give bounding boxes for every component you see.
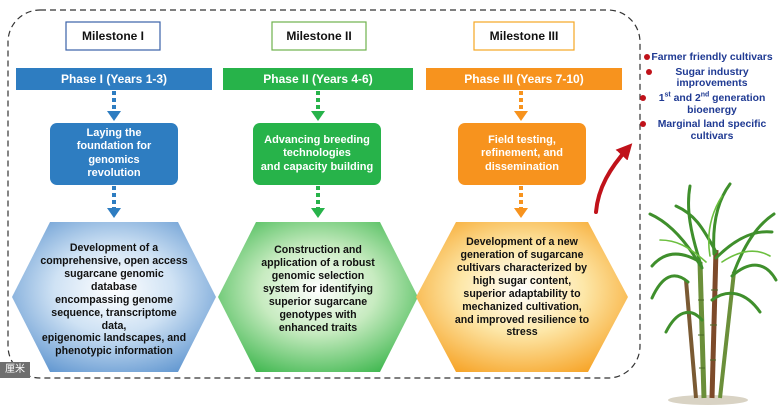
ordinal-suffix: st [664, 91, 671, 99]
outcome-item: Farmer friendly cultivars [640, 52, 776, 64]
step-1-text: Laying the foundation for genomics revol… [50, 127, 178, 181]
hexagon-2-line: genomic selection [271, 269, 365, 282]
hexagon-1-line: sugarcane genomic database [64, 267, 164, 293]
hexagon-3-line: superior adaptability to [463, 287, 581, 300]
arrow-1b-head [107, 208, 121, 218]
column-3 [416, 21, 628, 372]
hexagon-2-text: Construction and application of a robust… [248, 244, 388, 334]
phase-3-label: Phase III (Years 7-10) [464, 72, 584, 86]
step-1-line: revolution [87, 167, 141, 180]
milestone-1-label: Milestone I [81, 29, 144, 43]
hexagon-2-line: system for identifying [262, 282, 374, 295]
step-1-line: genomics [88, 153, 140, 166]
milestone-2-label: Milestone II [286, 29, 352, 43]
hexagon-3-line: and improved resilience to [454, 313, 590, 326]
ordinal-suffix: nd [700, 91, 710, 99]
hexagon-1-line: phenotypic information [55, 345, 173, 358]
outcome-item: Marginal land specific cultivars [640, 119, 776, 142]
outcomes-list: Farmer friendly cultivars Sugar industry… [640, 52, 776, 145]
milestone-2-box [271, 21, 367, 51]
sugarcane-plant-icon [648, 182, 778, 405]
outcome-text-mid: and 2 [670, 92, 701, 104]
hexagon-1-text: Development of a comprehensive, open acc… [40, 242, 188, 358]
arrow-1a-head [107, 111, 121, 121]
phase-1-label: Phase I (Years 1-3) [60, 72, 168, 86]
step-2-line: technologies [283, 147, 351, 160]
outcome-item: 1st and 2nd generation bioenergy [640, 91, 776, 116]
step-1-box [50, 123, 178, 185]
milestone-3-box [473, 21, 575, 51]
step-1-line: foundation for [76, 140, 152, 153]
phase-3-bar [426, 68, 622, 90]
hexagon-2-line: application of a robust [261, 256, 375, 269]
hexagon-1 [12, 222, 216, 372]
arrow-3b-head [514, 208, 528, 218]
outcome-text: Farmer friendly cultivars [651, 52, 773, 63]
step-2-text: Advancing breeding technologies and capa… [253, 134, 381, 174]
hexagon-2-line: Construction and [274, 244, 362, 256]
outcome-item: Sugar industry improvements [640, 67, 776, 90]
bullet-dot-icon [644, 54, 650, 60]
hexagon-2 [218, 222, 418, 372]
hexagon-3 [416, 222, 628, 372]
milestone-3-label: Milestone III [489, 29, 559, 43]
hexagon-3-line: stress [506, 326, 538, 339]
step-3-line: dissemination [485, 160, 559, 173]
hexagon-3-line: mechanized cultivation, [462, 300, 582, 313]
outcome-text: Marginal land specific cultivars [657, 119, 767, 142]
bullet-dot-icon [640, 94, 646, 101]
hexagon-2-line: superior sugarcane [268, 295, 368, 308]
hexagon-3-line: Development of a new [466, 236, 578, 248]
outcome-text-pre: 1 [658, 92, 665, 104]
step-2-line: Advancing breeding [264, 134, 370, 146]
arrow-2a-head [311, 111, 325, 121]
column-1 [12, 21, 216, 372]
red-curved-arrow [594, 143, 633, 214]
phase-2-label: Phase II (Years 4-6) [263, 72, 373, 86]
step-2-box [253, 123, 381, 185]
hexagon-3-text: Development of a new generation of sugar… [446, 236, 598, 339]
outcome-text-post: generation bioenergy [687, 92, 766, 116]
step-3-box [458, 123, 586, 185]
hexagon-2-line: genotypes with [279, 308, 357, 321]
bullet-dot-icon [646, 68, 652, 75]
hexagon-2-line: enhanced traits [278, 321, 358, 334]
hexagon-3-line: cultivars characterized by [456, 261, 588, 274]
step-3-text: Field testing, refinement, and dissemina… [458, 134, 586, 174]
hexagon-1-line: epigenomic landscapes, and [41, 332, 187, 345]
step-3-line: refinement, and [481, 147, 563, 160]
bullet-dot-icon [640, 121, 646, 128]
milestone-1-box [65, 21, 161, 51]
hexagon-1-line: encompassing genome [55, 293, 173, 306]
step-3-line: Field testing, [488, 134, 556, 146]
phase-1-bar [16, 68, 212, 90]
hexagon-1-line: comprehensive, open access [40, 254, 188, 267]
hexagon-1-line: Development of a [69, 242, 159, 254]
arrow-3a-head [514, 111, 528, 121]
step-2-line: and capacity building [260, 160, 374, 173]
outcome-text: Sugar industry improvements [675, 66, 749, 90]
column-2 [218, 21, 418, 372]
hexagon-3-line: high sugar content, [472, 274, 572, 287]
corner-label: 厘米 [0, 362, 30, 378]
hexagon-3-line: generation of sugarcane [460, 248, 584, 261]
arrow-2b-head [311, 208, 325, 218]
phase-2-bar [223, 68, 413, 90]
dashed-frame [7, 9, 641, 379]
hexagon-1-line: sequence, transcriptome data, [51, 306, 177, 332]
step-1-line: Laying the [86, 127, 142, 139]
